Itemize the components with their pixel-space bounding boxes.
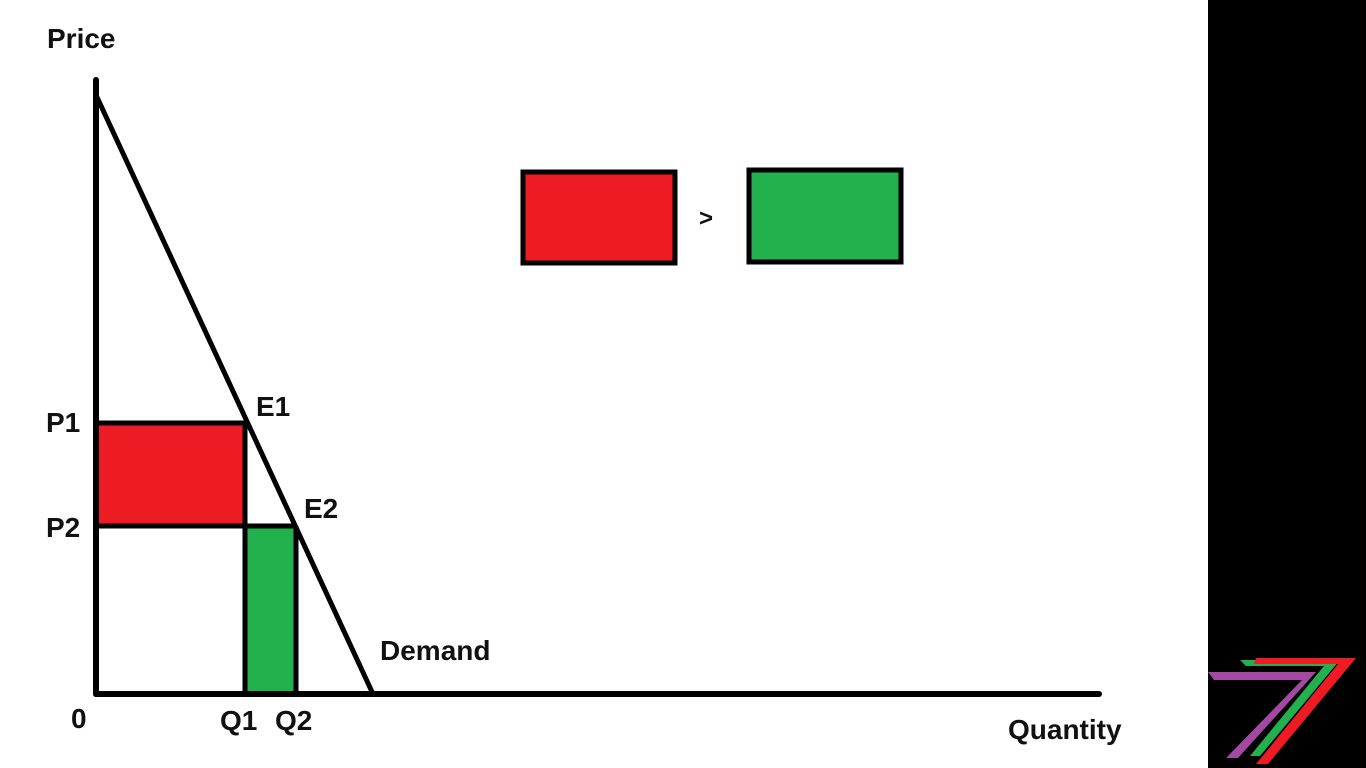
revenue-gained-area — [245, 526, 296, 694]
e2-label: E2 — [304, 493, 338, 524]
q1-label: Q1 — [220, 705, 257, 736]
price-axis-label: Price — [47, 23, 116, 54]
p1-label: P1 — [46, 407, 80, 438]
q2-label: Q2 — [275, 705, 312, 736]
comparison-sign: > — [699, 205, 713, 232]
p2-label: P2 — [46, 512, 80, 543]
origin-label: 0 — [71, 703, 87, 734]
e1-label: E1 — [256, 391, 290, 422]
demand-curve — [93, 92, 376, 697]
legend-red-box — [520, 169, 678, 266]
revenue-lost-area — [97, 423, 245, 526]
side-panel — [1208, 0, 1366, 768]
quantity-axis-label: Quantity — [1008, 714, 1122, 745]
demand-label: Demand — [380, 635, 490, 666]
legend-green-box — [746, 167, 904, 265]
stacked-seven-logo-icon — [1208, 658, 1356, 764]
